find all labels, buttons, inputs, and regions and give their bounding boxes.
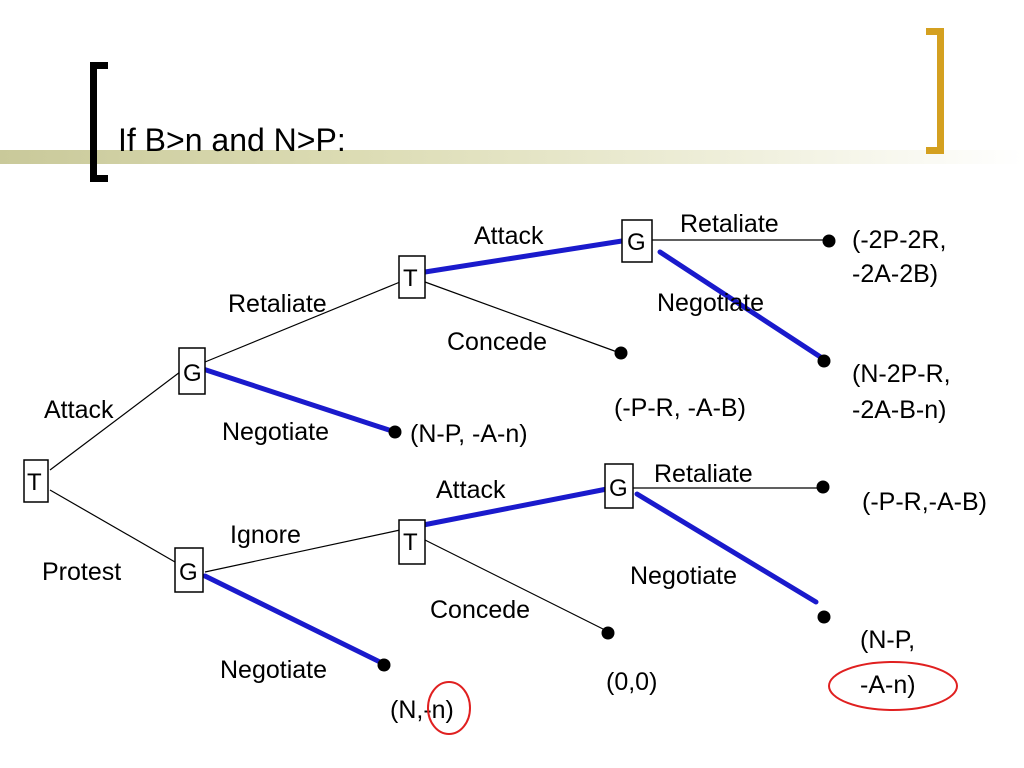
terminal-dot-upper-negotiate: [388, 425, 402, 439]
eq-edge-attack-lower: [410, 485, 615, 530]
edge-label-concede-lower: Concede: [430, 596, 530, 624]
svg-text:G: G: [627, 229, 646, 256]
svg-text:G: G: [609, 475, 628, 502]
equilibrium-path: [197, 238, 825, 667]
decision-node-g-protest: G: [174, 547, 204, 593]
edge-label-retaliate-lower: Retaliate: [654, 460, 753, 488]
edge-label-attack-lower: Attack: [436, 476, 506, 504]
payoff-lower-negotiate-line1: (N-P,: [860, 626, 915, 654]
svg-text:G: G: [183, 360, 202, 387]
svg-text:T: T: [403, 529, 418, 556]
highlight-circles: [427, 661, 958, 735]
branch-lines: [49, 239, 828, 632]
edge-label-concede-upper: Concede: [447, 328, 547, 356]
edge-label-retaliate-upper: Retaliate: [228, 290, 327, 318]
payoff-lower-negotiate-line2: -A-n): [860, 671, 916, 699]
left-bracket-decoration: [90, 62, 108, 182]
payoff-protest-negotiate: (N,-n): [390, 696, 454, 724]
payoff-top-retaliate-line1: (-2P-2R,: [852, 226, 946, 254]
payoff-top-retaliate-line2: -2A-2B): [852, 260, 938, 288]
edge-label-retaliate-top: Retaliate: [680, 210, 779, 238]
svg-text:T: T: [27, 469, 42, 496]
slide-title: If B>n and N>P:: [118, 122, 346, 158]
payoff-lower-retaliate: (-P-R,-A-B): [862, 488, 987, 516]
payoff-upper-negotiate: (N-P, -A-n): [410, 420, 528, 448]
edge-label-attack-upper: Attack: [474, 222, 544, 250]
decision-node-root: T: [23, 459, 49, 503]
terminal-dots: [377, 234, 836, 672]
edge-ignore: [204, 529, 401, 573]
terminal-dot-lower-retaliate: [816, 480, 830, 494]
edge-concede-lower: [424, 539, 608, 632]
eq-edge-negotiate-upper: [197, 365, 395, 434]
payoff-lower-concede: (0,0): [606, 668, 657, 696]
eq-edge-negotiate-lower-right: [634, 491, 819, 605]
edge-concede-upper: [424, 281, 621, 354]
highlight-circle-protest-negotiate: [427, 681, 471, 735]
title-rule: [0, 150, 1024, 164]
edge-root-protest: [49, 489, 176, 563]
payoff-upper-concede: (-P-R, -A-B): [614, 394, 746, 422]
terminal-dot-protest-negotiate: [377, 658, 391, 672]
terminal-dot-upper-concede: [614, 346, 628, 360]
decision-node-g-upper-attack: G: [621, 219, 653, 263]
payoff-top-negotiate-line1: (N-2P-R,: [852, 360, 951, 388]
terminal-dot-top-negotiate: [817, 354, 831, 368]
edge-label-protest: Protest: [42, 558, 121, 586]
right-bracket-decoration: [926, 28, 944, 154]
edge-retaliate-upper: [204, 281, 401, 363]
svg-text:T: T: [403, 265, 418, 292]
decision-node-t-ignore: T: [398, 519, 426, 565]
decision-node-g-lower-attack: G: [604, 463, 634, 509]
decision-node-g-attack: G: [178, 347, 206, 395]
edge-root-attack: [49, 371, 181, 471]
highlight-circle-lower-negotiate: [828, 661, 958, 711]
terminal-dot-lower-concede: [601, 626, 615, 640]
edge-label-negotiate-lower: Negotiate: [220, 656, 327, 684]
eq-edge-attack-upper: [422, 238, 625, 275]
edge-label-negotiate-lower-right: Negotiate: [630, 562, 737, 590]
svg-text:G: G: [179, 559, 198, 586]
terminal-dot-top-retaliate: [822, 234, 836, 248]
payoff-top-negotiate-line2: -2A-B-n): [852, 396, 946, 424]
payoff-labels: (-2P-2R, -2A-2B) (N-2P-R, -2A-B-n) (-P-R…: [390, 226, 987, 724]
edge-label-ignore: Ignore: [230, 521, 301, 549]
edge-label-attack: Attack: [44, 396, 114, 424]
eq-edge-negotiate-lower: [202, 573, 387, 667]
edge-labels: Attack Protest Retaliate Negotiate Attac…: [42, 210, 779, 684]
terminal-dot-lower-negotiate: [817, 610, 831, 624]
edge-label-negotiate-top: Negotiate: [657, 289, 764, 317]
decision-node-t-retaliate: T: [398, 255, 426, 299]
edge-label-negotiate-upper: Negotiate: [222, 418, 329, 446]
eq-edge-negotiate-top: [657, 249, 825, 361]
